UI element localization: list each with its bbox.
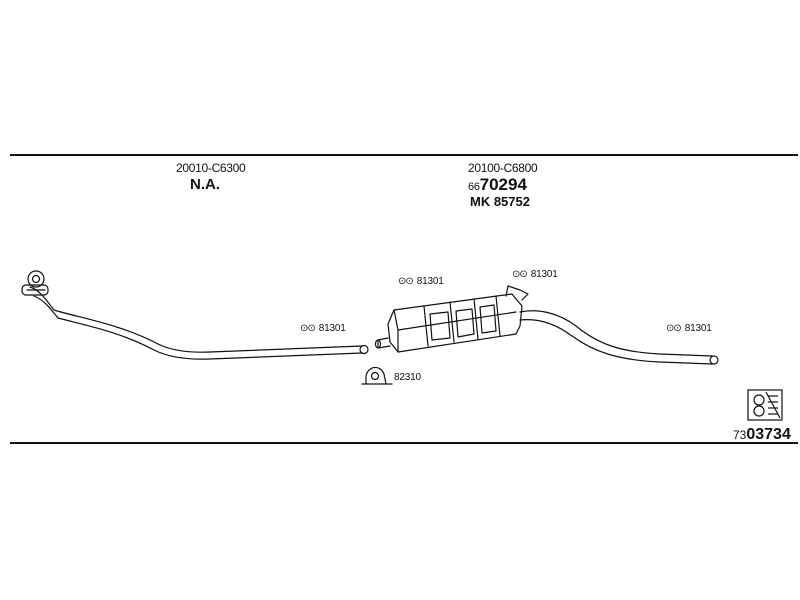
bracket-code: 82310 [394,372,421,383]
diagram-reference-number: 7303734 [733,426,791,444]
front-pipe-part-number: 20010-C6300 [176,161,246,175]
reference-number: 03734 [746,426,791,443]
top-divider-line [10,154,798,156]
clamp-callout-front: ⊙⊙ 81301 [300,323,346,334]
clamp-callout-tail: ⊙⊙ 81301 [666,323,712,334]
order-prefix: 66 [468,181,480,193]
inlet-flange-icon [21,270,49,296]
clamp-code: 81301 [530,269,558,280]
clamp-code: 81301 [416,276,444,287]
mounting-kit-code: MK 85752 [470,194,530,209]
clamp-callout-muffler-outlet: ⊙⊙ 81301 [512,269,558,280]
pipe-clamp-icon: ⊙⊙ [398,276,414,287]
mounting-bracket-icon [361,366,393,385]
clamp-code: 81301 [684,323,712,334]
muffler-part-number: 20100-C6800 [468,161,538,175]
mounting-tab [505,285,529,301]
clamp-callout-muffler-inlet: ⊙⊙ 81301 [398,276,444,287]
muffler-body [387,293,523,353]
catalog-symbol-icon [747,389,783,421]
reference-prefix: 73 [733,428,747,442]
pipe-clamp-icon: ⊙⊙ [666,323,682,334]
pipe-clamp-icon: ⊙⊙ [512,269,528,280]
bottom-divider-line [10,442,798,444]
front-pipe-status: N.A. [190,176,220,193]
clamp-code: 81301 [318,323,346,334]
muffler-order-number: 6670294 [468,175,527,195]
front-pipe [29,286,369,360]
tail-pipe [519,310,719,365]
order-number: 70294 [479,175,527,194]
muffler-inlet-stub [374,337,391,349]
pipe-clamp-icon: ⊙⊙ [300,323,316,334]
